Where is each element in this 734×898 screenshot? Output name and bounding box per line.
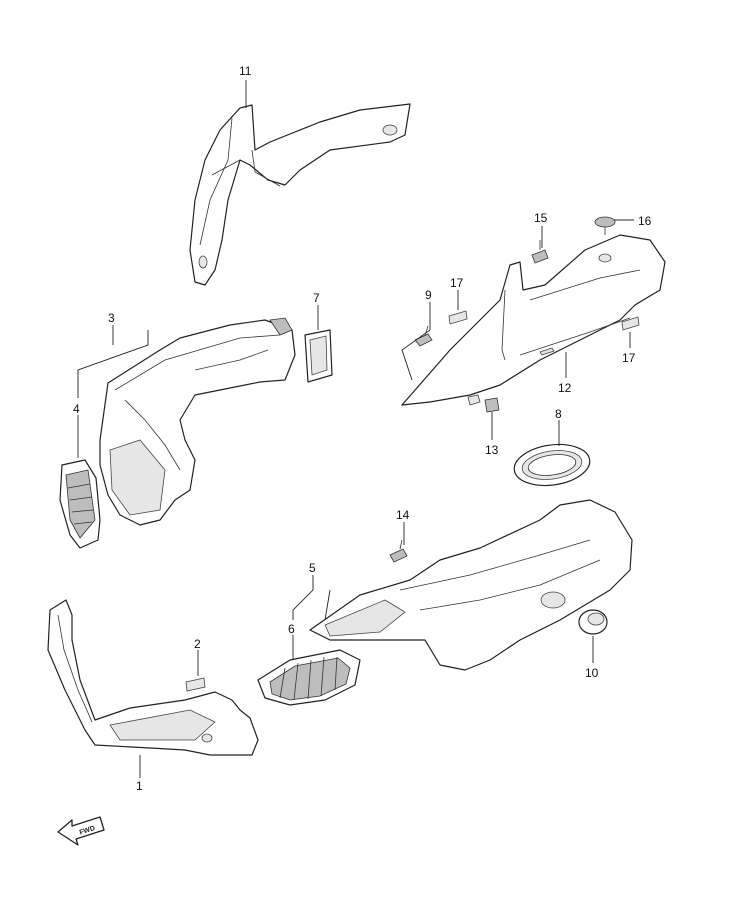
part-14-screw <box>389 539 408 563</box>
part-11-upper-cover <box>189 103 411 286</box>
callout-16: 16 <box>638 214 652 228</box>
callout-11: 11 <box>239 64 252 78</box>
part-7-seal <box>304 329 333 383</box>
callout-4: 4 <box>73 402 80 416</box>
part-13-clip <box>484 397 500 413</box>
part-17-tape-lower <box>621 316 640 331</box>
callout-2: 2 <box>194 637 201 651</box>
callout-3: 3 <box>108 311 115 325</box>
callout-10: 10 <box>585 666 599 680</box>
callout-15: 15 <box>534 211 548 225</box>
part-12-side-cover <box>401 234 666 406</box>
callout-5: 5 <box>309 561 316 575</box>
part-3-air-duct <box>99 317 296 526</box>
part-8-ring-seal <box>513 443 591 487</box>
part-15-screw <box>531 240 549 264</box>
part-2-label <box>185 677 206 692</box>
callout-17-upper: 17 <box>450 276 464 290</box>
part-1-front-lower-cover <box>47 599 259 756</box>
part-9-screw <box>414 325 433 347</box>
callout-13: 13 <box>485 443 499 457</box>
callout-14: 14 <box>396 508 410 522</box>
callout-7: 7 <box>313 291 320 305</box>
part-5-lower-cowl <box>309 499 633 671</box>
callout-12: 12 <box>558 381 572 395</box>
part-4-duct-grille <box>59 459 101 549</box>
part-17-tape-upper <box>448 310 468 325</box>
callout-6: 6 <box>288 622 295 636</box>
callout-8: 8 <box>555 407 562 421</box>
callout-17-lower: 17 <box>622 351 636 365</box>
part-16-grommet <box>594 216 616 235</box>
callout-9: 9 <box>425 288 432 302</box>
leader-lines <box>77 80 634 778</box>
part-10-grommet <box>578 609 608 635</box>
fwd-label: FWD <box>79 825 96 837</box>
forward-arrow-icon: FWD <box>57 816 105 846</box>
part-6-grille <box>257 649 361 706</box>
callout-1: 1 <box>136 779 143 793</box>
callout-labels: 11 3 4 7 8 9 17 15 16 12 17 13 14 5 6 10… <box>73 64 652 793</box>
